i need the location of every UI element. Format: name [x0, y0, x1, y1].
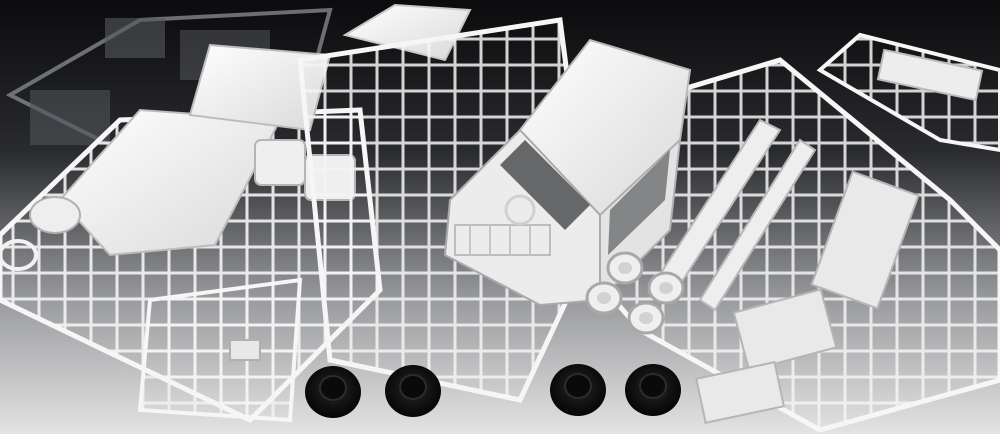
upper-right-sprue-frame: [816, 32, 1000, 153]
middle-sprue-frame: [297, 17, 593, 403]
lower-left-sprue: [137, 277, 303, 423]
wheel-rims: [585, 251, 685, 335]
tire-3: [550, 364, 606, 416]
tire-1: [305, 366, 361, 418]
chassis-sprue-frame: [577, 57, 1000, 433]
tire-4: [625, 364, 681, 416]
tire-2: [385, 365, 441, 417]
tires: [305, 364, 681, 418]
